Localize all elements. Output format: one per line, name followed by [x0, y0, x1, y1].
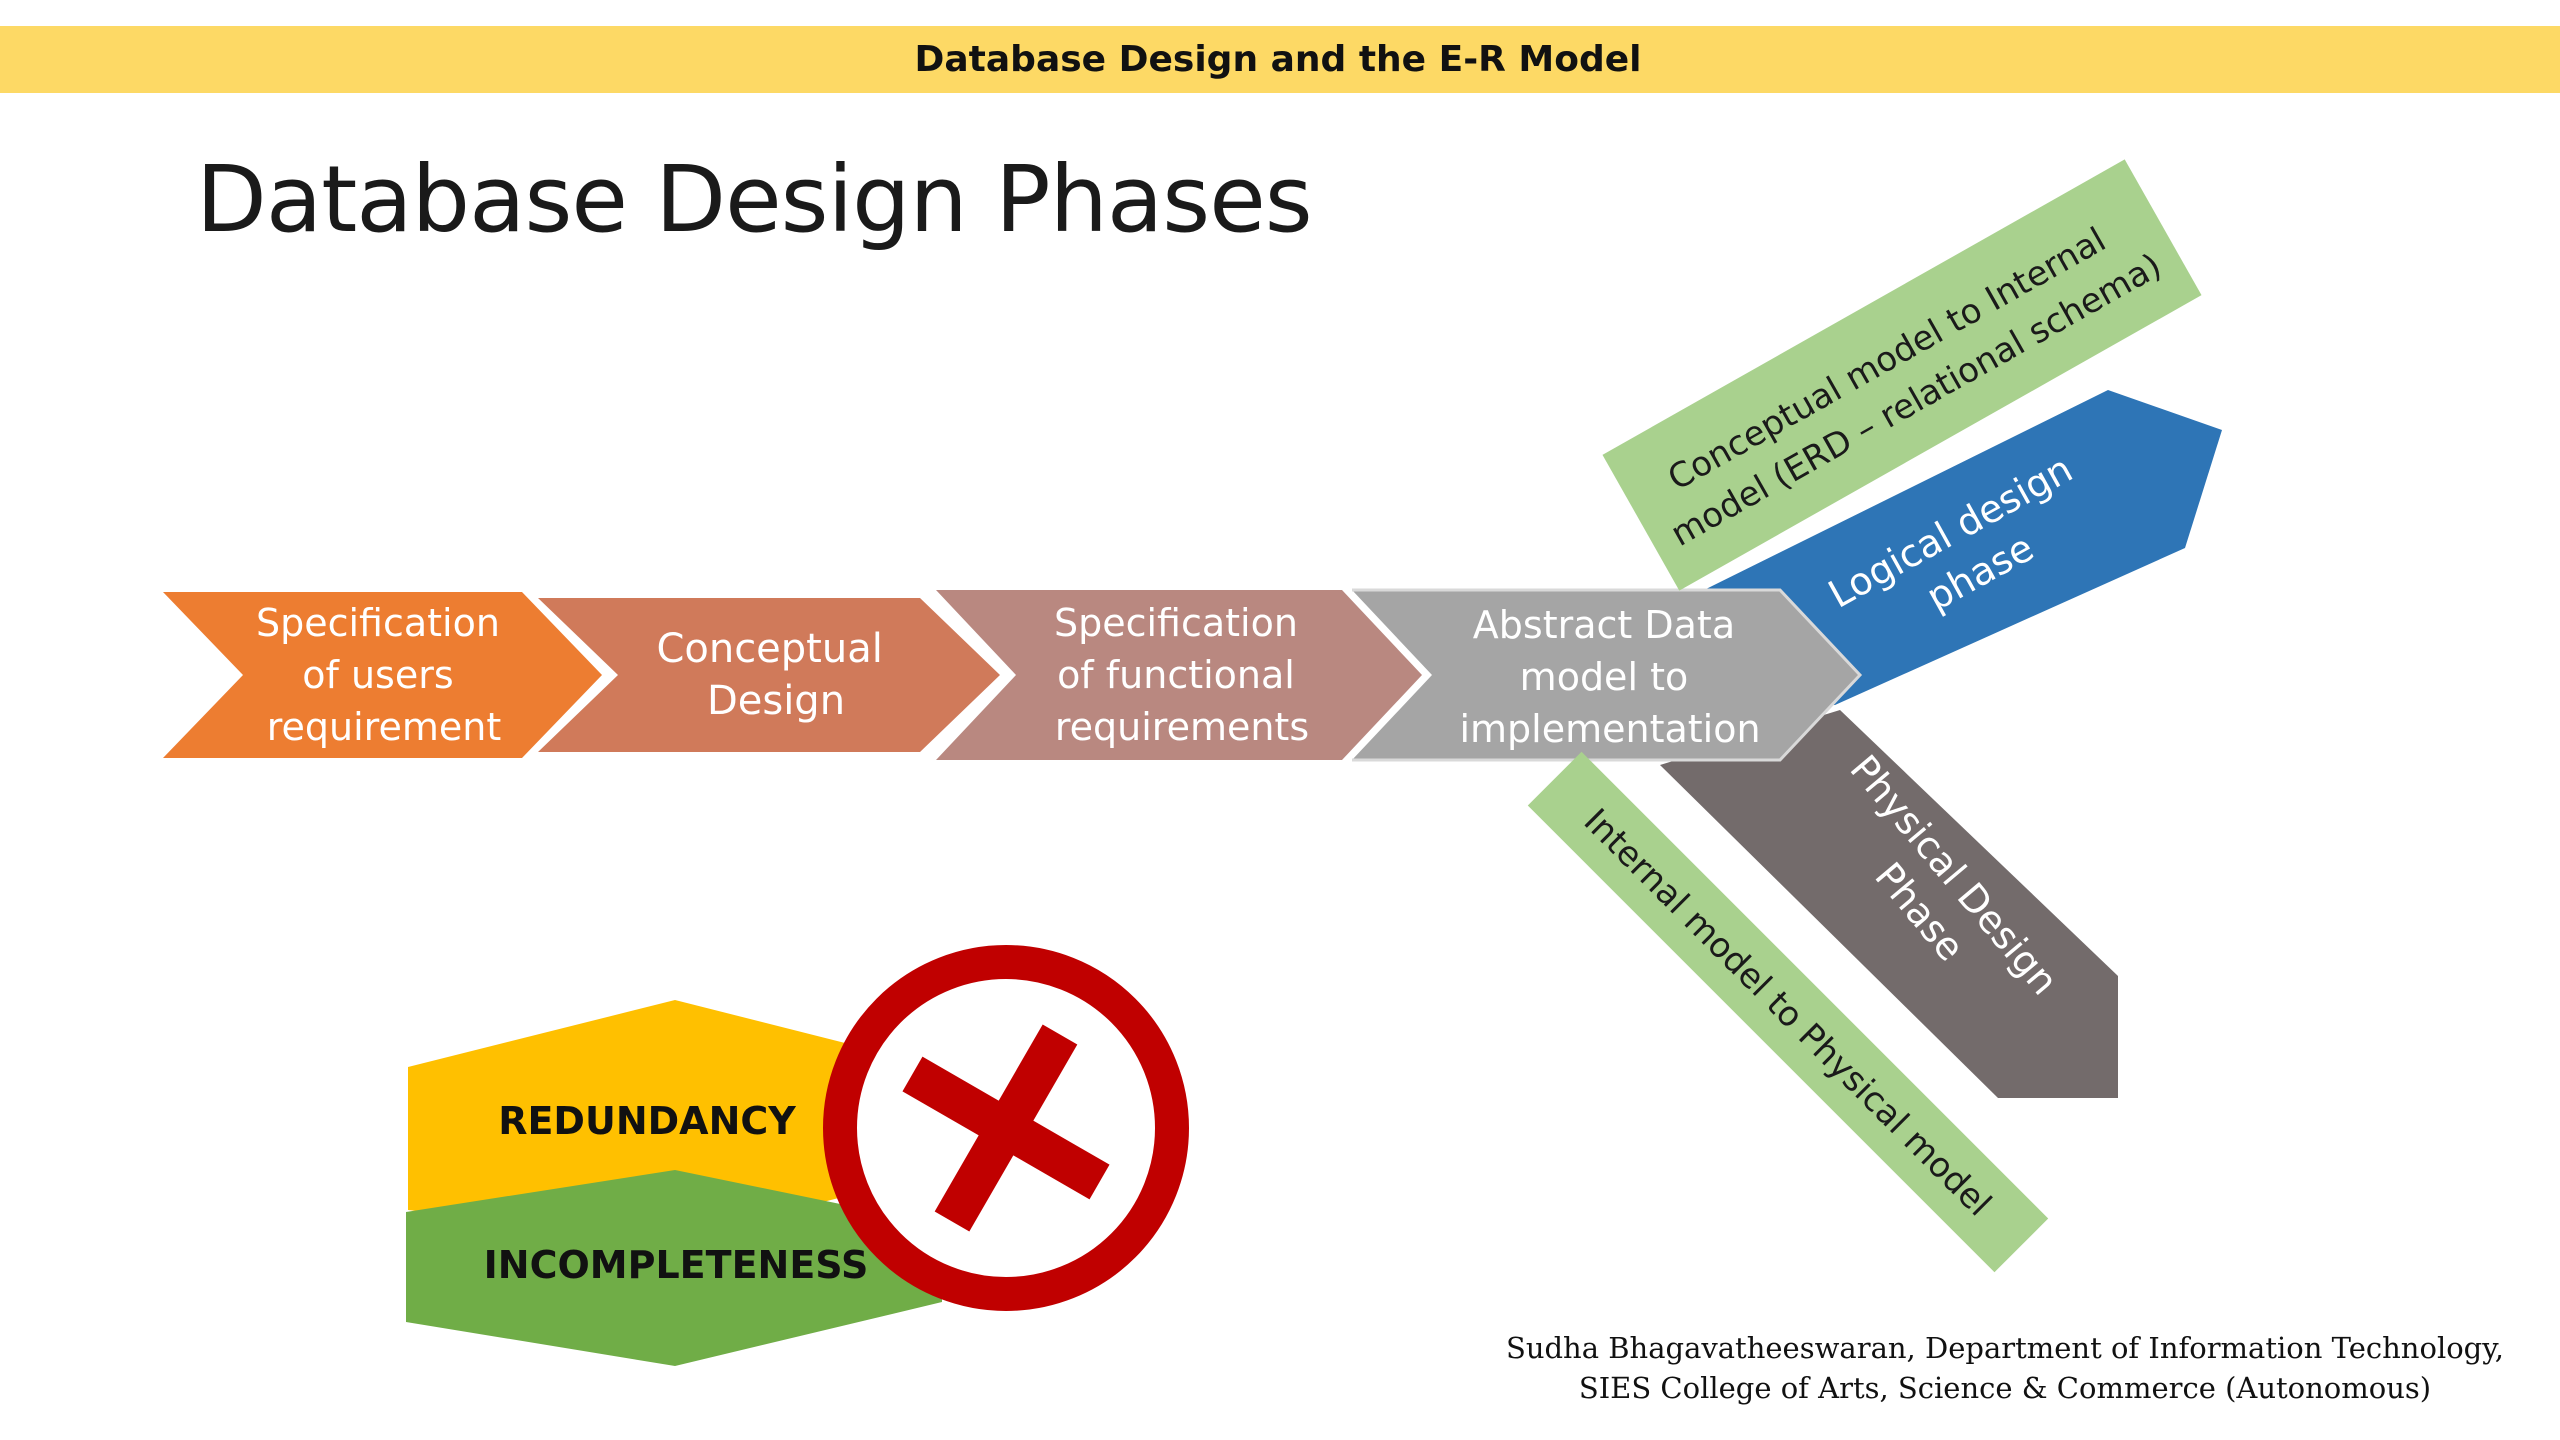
footer-line-1: Sudha Bhagavatheeswaran, Department of I…	[1505, 1331, 2504, 1365]
phase-4-line-1: Abstract Data	[1473, 603, 1735, 647]
phase-label-2: Conceptual Design	[656, 626, 895, 724]
footer-line-2: SIES College of Arts, Science & Commerce…	[1578, 1371, 2432, 1405]
phase-label-3: Specification of functional requirements	[1054, 601, 1310, 749]
phase-2-line-1: Conceptual	[656, 626, 882, 672]
logical-branch-shape	[1700, 390, 2222, 708]
no-entry-x-icon	[823, 945, 1189, 1311]
phase-4-line-2: model to	[1520, 655, 1689, 699]
phase-3-line-2: of functional	[1057, 653, 1295, 697]
phase-label-4: Abstract Data model to implementation	[1459, 603, 1760, 751]
redundancy-hexagon	[408, 1000, 940, 1240]
header-title: Database Design and the E-R Model	[914, 39, 1642, 80]
phase-label-1: Specification of users requirement	[256, 601, 512, 749]
logical-note-box	[1602, 159, 2202, 591]
incompleteness-hexagon	[406, 1170, 942, 1366]
phase-1-line-3: requirement	[267, 705, 501, 749]
footer-credit: Sudha Bhagavatheeswaran, Department of I…	[1506, 1328, 2504, 1408]
slide-title: Database Design Phases	[196, 146, 1313, 253]
phase-chevron-3	[936, 590, 1422, 760]
redundancy-label: REDUNDANCY	[498, 1099, 796, 1143]
chevron-4-outline	[1352, 588, 1863, 762]
header-bar: Database Design and the E-R Model	[0, 26, 2560, 93]
phase-chevron-4	[1352, 590, 1860, 760]
incompleteness-label: INCOMPLETENESS	[484, 1243, 869, 1287]
phase-chevron-1	[163, 592, 602, 758]
phase-chevron-2	[538, 598, 1000, 752]
physical-branch-shape	[1660, 710, 2118, 1098]
phase-1-line-2: of users	[302, 653, 453, 697]
phase-3-line-1: Specification	[1054, 601, 1298, 645]
physical-note-box	[1527, 751, 2049, 1273]
phase-2-line-2: Design	[707, 678, 845, 724]
phase-1-line-1: Specification	[256, 601, 500, 645]
phase-4-line-3: implementation	[1459, 707, 1760, 751]
phase-3-line-3: requirements	[1055, 705, 1309, 749]
